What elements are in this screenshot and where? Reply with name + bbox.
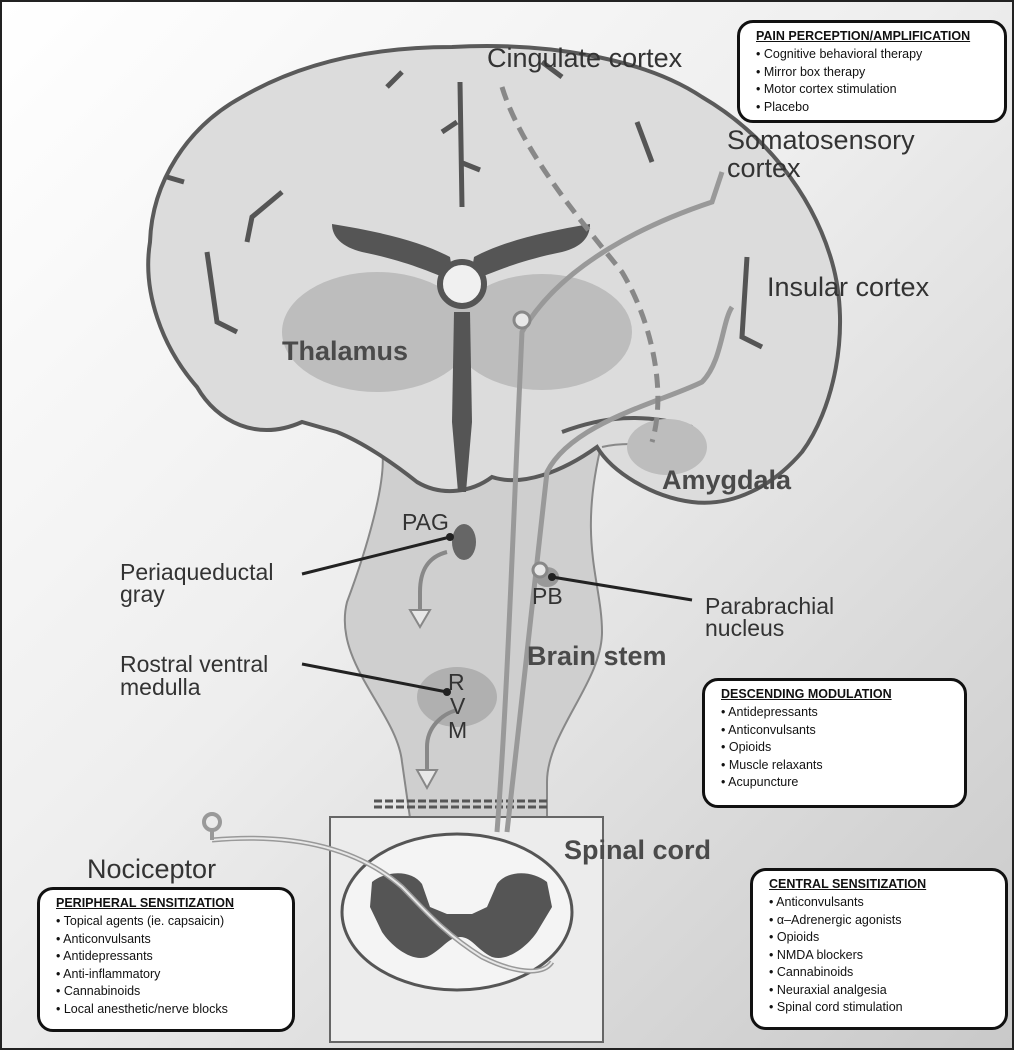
descending-modulation-item: Muscle relaxants bbox=[721, 757, 954, 775]
descending-modulation-item: Antidepressants bbox=[721, 704, 954, 722]
thalamus-shape-right bbox=[452, 274, 632, 390]
label-rostral-2: medulla bbox=[120, 674, 201, 700]
ascending-fiber-2 bbox=[504, 305, 735, 833]
rostral-leader bbox=[301, 662, 448, 694]
periaqueductal-leader bbox=[301, 535, 451, 576]
pb-relay bbox=[531, 561, 549, 579]
label-rvm-v: V bbox=[450, 693, 466, 719]
pain-perception-item: Cognitive behavioral therapy bbox=[756, 46, 994, 64]
label-somatosensory-cortex-1: Somatosensory bbox=[727, 125, 915, 155]
label-brain-stem: Brain stem bbox=[527, 641, 667, 671]
descending-modulation-item: Opioids bbox=[721, 739, 954, 757]
third-ventricle-top bbox=[437, 259, 487, 309]
label-nociceptor: Nociceptor bbox=[87, 854, 217, 884]
cingulate-pathway bbox=[499, 86, 661, 443]
parabrachial-leader bbox=[551, 575, 693, 602]
amygdala-shape bbox=[627, 419, 707, 475]
peripheral-sensitization-item: Anticonvulsants bbox=[56, 931, 282, 949]
peripheral-sensitization-item: Anti-inflammatory bbox=[56, 966, 282, 984]
descending-modulation-item: Acupuncture bbox=[721, 774, 954, 792]
central-sensitization-box: CENTRAL SENSITIZATION Anticonvulsants α–… bbox=[750, 868, 1008, 1030]
rvm-nucleus bbox=[417, 667, 497, 727]
label-parabrachial-1: Parabrachial bbox=[705, 593, 835, 619]
label-insular-cortex: Insular cortex bbox=[767, 272, 930, 302]
gray-matter bbox=[370, 873, 552, 958]
peripheral-sensitization-item: Antidepressants bbox=[56, 948, 282, 966]
label-rvm-r: R bbox=[448, 669, 465, 695]
central-sensitization-item: α–Adrenergic agonists bbox=[769, 912, 995, 930]
label-periaqueductal-1: Periaqueductal bbox=[120, 559, 274, 585]
pain-perception-box: PAIN PERCEPTION/AMPLIFICATION Cognitive … bbox=[737, 20, 1007, 123]
label-thalamus: Thalamus bbox=[282, 336, 409, 366]
thalamic-relay bbox=[512, 310, 532, 330]
descending-modulation-box: DESCENDING MODULATION Antidepressants An… bbox=[702, 678, 967, 808]
pain-perception-item: Mirror box therapy bbox=[756, 64, 994, 82]
nociceptor-ending bbox=[202, 812, 222, 832]
descending-modulation-title: DESCENDING MODULATION bbox=[721, 687, 892, 701]
brain-stem-shape bbox=[343, 441, 604, 833]
brain-cerebrum bbox=[146, 44, 843, 505]
label-parabrachial-2: nucleus bbox=[705, 615, 785, 641]
label-periaqueductal-2: gray bbox=[120, 581, 165, 607]
pain-perception-item: Placebo bbox=[756, 99, 994, 117]
pag-nucleus bbox=[452, 524, 476, 560]
label-rostral-1: Rostral ventral bbox=[120, 651, 269, 677]
spinothalamic-tract-inner bbox=[211, 837, 553, 973]
central-sensitization-item: NMDA blockers bbox=[769, 947, 995, 965]
label-pb: PB bbox=[532, 583, 563, 609]
rvm-arrowhead bbox=[415, 769, 439, 791]
central-sensitization-item: Cannabinoids bbox=[769, 964, 995, 982]
descending-arrow-rvm bbox=[425, 708, 458, 772]
pag-arrowhead bbox=[408, 609, 432, 629]
label-spinal-cord: Spinal cord bbox=[564, 835, 712, 865]
peripheral-sensitization-item: Local anesthetic/nerve blocks bbox=[56, 1001, 282, 1019]
central-sensitization-item: Anticonvulsants bbox=[769, 894, 995, 912]
descending-modulation-item: Anticonvulsants bbox=[721, 722, 954, 740]
label-rvm-m: M bbox=[448, 717, 468, 743]
pain-perception-item: Motor cortex stimulation bbox=[756, 81, 994, 99]
sulci-lines bbox=[166, 60, 764, 350]
pain-perception-title: PAIN PERCEPTION/AMPLIFICATION bbox=[756, 29, 971, 43]
peripheral-sensitization-title: PERIPHERAL SENSITIZATION bbox=[56, 896, 235, 910]
central-sensitization-item: Neuraxial analgesia bbox=[769, 982, 995, 1000]
label-somatosensory-cortex-2: cortex bbox=[727, 153, 801, 183]
peripheral-sensitization-item: Topical agents (ie. capsaicin) bbox=[56, 913, 282, 931]
label-amygdala: Amygdala bbox=[662, 465, 792, 495]
descending-arrow-pag bbox=[418, 550, 448, 612]
label-pag: PAG bbox=[402, 509, 449, 535]
central-sensitization-item: Opioids bbox=[769, 929, 995, 947]
peripheral-sensitization-item: Cannabinoids bbox=[56, 983, 282, 1001]
third-ventricle bbox=[452, 312, 472, 492]
central-sensitization-title: CENTRAL SENSITIZATION bbox=[769, 877, 927, 891]
ascending-fiber-1 bbox=[494, 171, 725, 833]
label-cingulate-cortex: Cingulate cortex bbox=[487, 43, 683, 73]
peripheral-sensitization-box: PERIPHERAL SENSITIZATION Topical agents … bbox=[37, 887, 295, 1032]
lateral-ventricles bbox=[332, 224, 590, 282]
thalamus-shape bbox=[282, 272, 472, 392]
central-sensitization-item: Spinal cord stimulation bbox=[769, 999, 995, 1017]
